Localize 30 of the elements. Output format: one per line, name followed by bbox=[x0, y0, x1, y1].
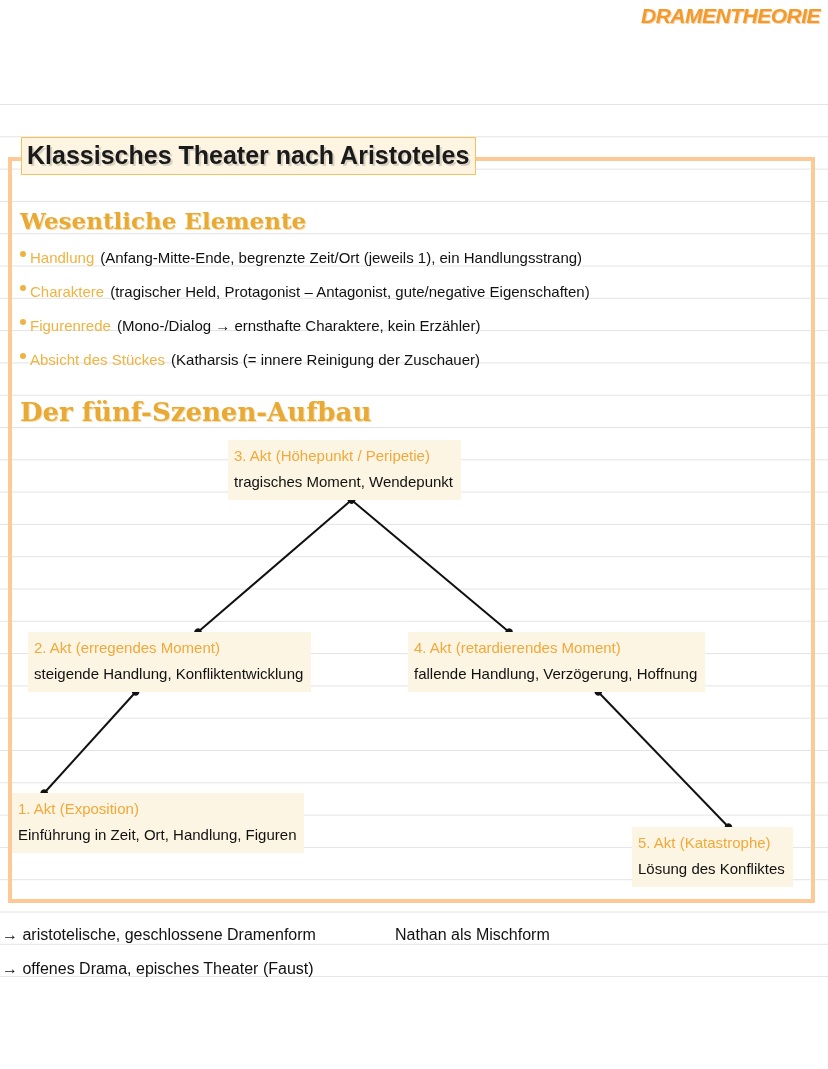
act-heading: 1. Akt (Exposition) bbox=[18, 799, 140, 819]
act-description: fallende Handlung, Verzögerung, Hoffnung bbox=[414, 664, 698, 684]
section-heading: Der fünf-Szenen-Aufbau bbox=[20, 397, 372, 427]
act-description: Lösung des Konfliktes bbox=[638, 859, 785, 879]
bullet-term: Charaktere bbox=[30, 282, 105, 300]
act-heading: 5. Akt (Katastrophe) bbox=[638, 833, 772, 853]
section-heading: Wesentliche Elemente bbox=[20, 207, 307, 234]
note-text: → aristotelische, geschlossene Dramenform bbox=[2, 926, 316, 944]
note-text: → offenes Drama, episches Theater (Faust) bbox=[2, 960, 314, 978]
act-description: Einführung in Zeit, Ort, Handlung, Figuren bbox=[18, 825, 297, 845]
act-box bbox=[12, 793, 305, 853]
act-heading: 3. Akt (Höhepunkt / Peripetie) bbox=[234, 446, 431, 466]
bullet-term: Absicht des Stückes bbox=[30, 350, 166, 368]
bullet-description: (Mono-/Dialog → ernsthafte Charaktere, kein Erzähler) bbox=[116, 316, 481, 334]
section-title: Klassisches Theater nach Aristoteles bbox=[21, 137, 477, 175]
act-heading: 4. Akt (retardierendes Moment) bbox=[414, 638, 622, 658]
bullet-description: (Anfang-Mitte-Ende, begrenzte Zeit/Ort (jeweils 1), ein Handlungsstrang) bbox=[100, 248, 583, 266]
bullet-description: (Katharsis (= innere Reinigung der Zuschauer) bbox=[171, 350, 480, 368]
note-text: Nathan als Mischform bbox=[395, 926, 550, 944]
page-title: DRAMENTHEORIE bbox=[641, 4, 820, 28]
act-box bbox=[28, 632, 312, 692]
act-box bbox=[228, 440, 461, 500]
bullet-description: (tragischer Held, Protagonist – Antagonist, gute/negative Eigenschaften) bbox=[110, 282, 590, 300]
bullet-term: Handlung bbox=[30, 248, 95, 266]
act-description: steigende Handlung, Konfliktentwicklung bbox=[34, 664, 304, 684]
act-box bbox=[632, 827, 793, 887]
act-heading: 2. Akt (erregendes Moment) bbox=[34, 638, 221, 658]
act-box bbox=[408, 632, 706, 692]
bullet-term: Figurenrede bbox=[30, 316, 111, 334]
act-description: tragisches Moment, Wendepunkt bbox=[234, 472, 453, 492]
